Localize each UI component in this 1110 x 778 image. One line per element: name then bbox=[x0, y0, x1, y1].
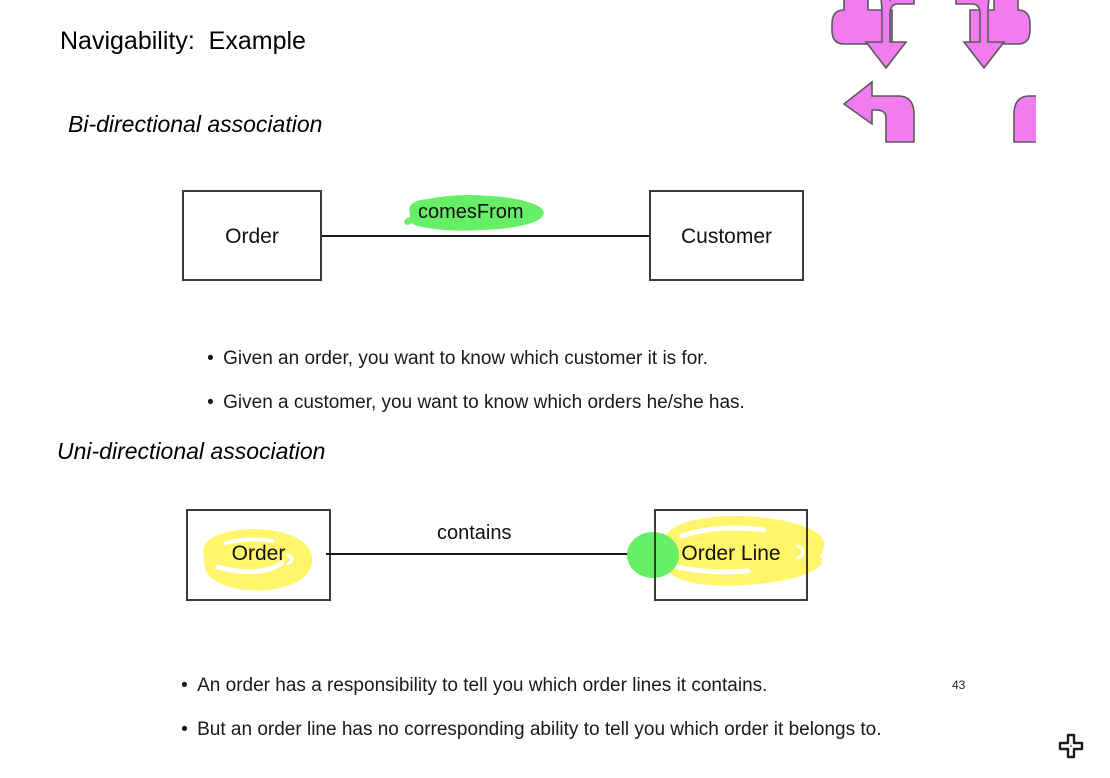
uml-class-name-label-orderline: Order Line bbox=[681, 542, 781, 565]
bullet-text: But an order line has no corresponding a… bbox=[197, 719, 882, 740]
association-label-contains: contains bbox=[437, 522, 512, 544]
bullet-item: • But an order line has no corresponding … bbox=[160, 694, 882, 766]
section-heading-bidirectional: Bi-directional association bbox=[68, 111, 323, 137]
uml-class-box-order-bidirectional[interactable]: Order bbox=[182, 190, 322, 281]
bullet-text: Given a customer, you want to know which… bbox=[223, 392, 745, 413]
association-line-bidirectional bbox=[322, 235, 650, 237]
uml-class-box-orderline[interactable] bbox=[654, 509, 808, 601]
bullet-glyph: • bbox=[181, 675, 188, 696]
uml-class-box-customer[interactable]: Customer bbox=[649, 190, 804, 281]
bullet-text: An order has a responsibility to tell yo… bbox=[197, 675, 768, 696]
bullet-item: • Given a customer, you want to know whic… bbox=[186, 367, 745, 439]
bullet-glyph: • bbox=[181, 719, 188, 740]
plus-icon[interactable] bbox=[1058, 733, 1084, 759]
uml-class-name-label-order-unidirectional: Order bbox=[231, 542, 286, 565]
association-label-comesfrom: comesFrom bbox=[418, 201, 524, 223]
uml-class-name-label: Order bbox=[225, 225, 279, 248]
multi-directional-arrows-clipart bbox=[826, 0, 1086, 160]
bullet-glyph: • bbox=[207, 348, 214, 369]
bullet-item: • Given an order, you want to know which … bbox=[186, 323, 708, 395]
association-arrow-unidirectional bbox=[326, 534, 666, 574]
page-number: 43 bbox=[952, 678, 966, 692]
bullet-glyph: • bbox=[207, 392, 214, 413]
section-heading-unidirectional: Uni-directional association bbox=[57, 438, 326, 464]
bullet-item: • An order has a responsibility to tell y… bbox=[160, 650, 767, 722]
bullet-text: Given an order, you want to know which c… bbox=[223, 348, 708, 369]
page-title: Navigability: Example bbox=[60, 27, 306, 55]
uml-class-name-label: Customer bbox=[680, 225, 773, 248]
